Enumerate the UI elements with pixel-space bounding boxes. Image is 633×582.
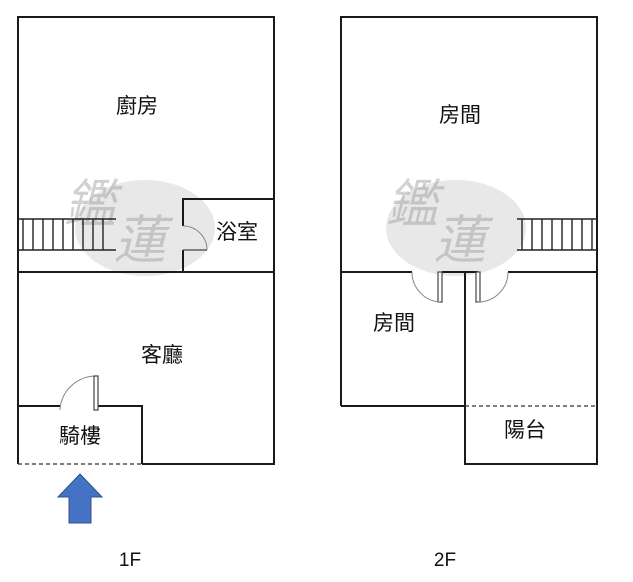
floor-1f: 鑑 蓮 廚房 浴室 客廳 騎樓 <box>17 16 275 571</box>
small-room-door[interactable] <box>411 271 443 303</box>
bathroom-door[interactable] <box>182 225 208 251</box>
floor-label-1f: 1F <box>119 550 141 571</box>
outer-wall-1f <box>17 16 275 465</box>
watermark-1f: 鑑 蓮 <box>64 175 215 276</box>
arcade-door-swing <box>59 375 97 411</box>
right-room-door[interactable] <box>475 271 509 303</box>
right-room-door-swing <box>477 271 509 303</box>
watermark-char-1: 鑑 <box>386 175 445 235</box>
arcade-door[interactable] <box>59 375 99 411</box>
room-label-arcade: 騎樓 <box>59 424 101 448</box>
arcade-door-leaf <box>93 375 99 411</box>
room-label-bedroom-main: 房間 <box>439 103 481 127</box>
small-room-door-leaf <box>437 271 443 303</box>
up-arrow-icon <box>56 473 104 524</box>
wall-bath-top <box>182 198 274 226</box>
small-room-door-swing <box>411 271 441 303</box>
right-room-door-leaf <box>475 271 481 303</box>
watermark-2f: 鑑 蓮 <box>386 175 526 276</box>
room-label-balcony: 陽台 <box>504 418 546 442</box>
room-label-bedroom-small: 房間 <box>373 311 415 335</box>
room-label-bathroom: 浴室 <box>216 220 258 244</box>
watermark-char-2: 蓮 <box>434 211 494 271</box>
watermark-char-2: 蓮 <box>114 211 174 271</box>
bathroom-door-swing <box>182 225 208 251</box>
staircase-1f <box>18 218 116 251</box>
watermark-blot <box>75 180 215 276</box>
outer-wall-2f <box>340 16 598 465</box>
watermark-blot <box>386 180 526 276</box>
floor-label-2f: 2F <box>434 550 456 571</box>
staircase-2f <box>517 218 597 251</box>
floor-2f: 鑑 蓮 房間 房間 陽台 2F <box>340 16 598 571</box>
room-label-living-room: 客廳 <box>141 343 183 367</box>
room-label-kitchen: 廚房 <box>116 94 158 118</box>
wall-arcade-top-right <box>97 405 143 464</box>
